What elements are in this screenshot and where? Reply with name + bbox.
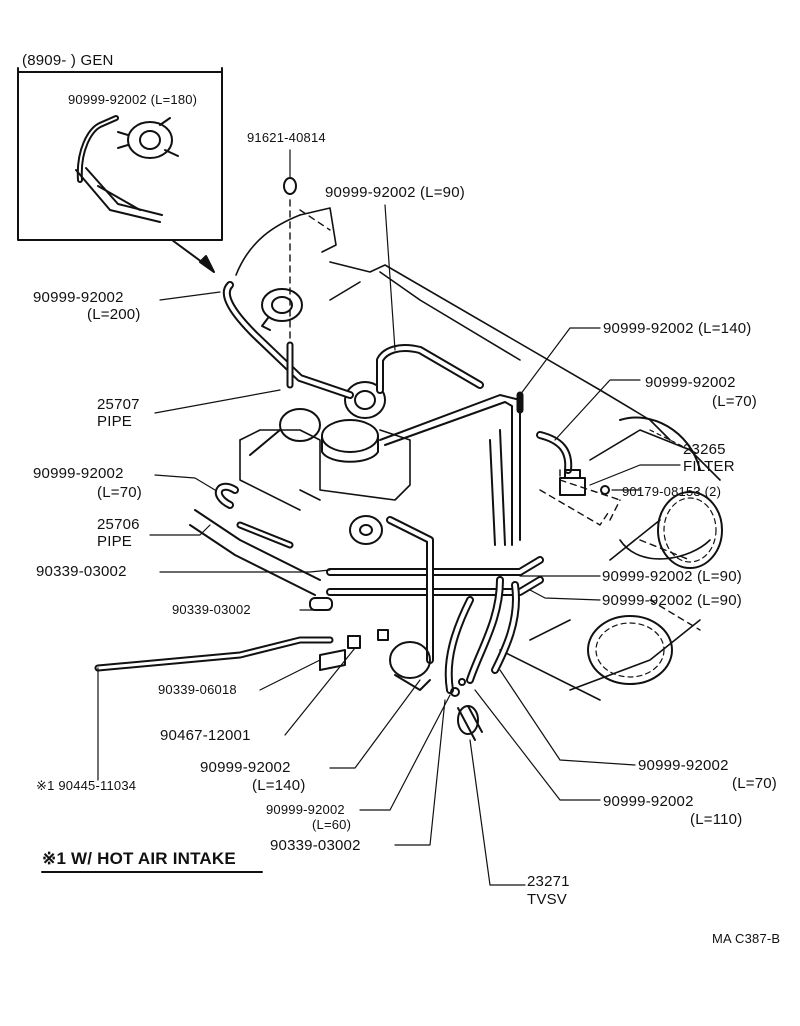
label-tvsv-23271: 23271 bbox=[527, 873, 570, 890]
label-hose-br-l70: 90999-92002 bbox=[638, 757, 729, 774]
hoses bbox=[94, 281, 610, 741]
label-clip-90339-c: 90339-03002 bbox=[270, 837, 361, 854]
inset-title: (8909- ) GEN bbox=[22, 52, 114, 69]
label-tvsv-name: TVSV bbox=[527, 891, 567, 908]
label-filter-23265: 23265 bbox=[683, 441, 726, 458]
label-hose-bottom-l60: 90999-92002 bbox=[266, 802, 345, 817]
drawing-code: MA C387-B bbox=[712, 931, 781, 946]
label-hose-mid-l90-b: 90999-92002 (L=90) bbox=[602, 592, 742, 609]
label-hose-left-l200: 90999-92002 bbox=[33, 289, 124, 306]
label-hose-br-l70-len: (L=70) bbox=[732, 775, 777, 792]
label-hose-left-l200-len: (L=200) bbox=[87, 306, 141, 323]
label-pipe-25706-name: PIPE bbox=[97, 533, 132, 550]
right-components bbox=[587, 416, 723, 685]
label-hose-mid-l90-a: 90999-92002 (L=90) bbox=[602, 568, 742, 585]
label-clip-90339-b: 90339-03002 bbox=[172, 602, 251, 617]
label-hose-right-l140: 90999-92002 (L=140) bbox=[603, 320, 752, 337]
label-91621: 91621-40814 bbox=[247, 130, 326, 145]
label-part-90467: 90467-12001 bbox=[160, 727, 251, 744]
label-hose-right-l70-len: (L=70) bbox=[712, 393, 757, 410]
label-hose-br-l110-len: (L=110) bbox=[690, 811, 743, 828]
label-hose-top-l90: 90999-92002 (L=90) bbox=[325, 184, 465, 201]
label-hose-bottom-l140: 90999-92002 bbox=[200, 759, 291, 776]
label-filter-name: FILTER bbox=[683, 458, 735, 475]
footnote-hot-air-intake: ※1 W/ HOT AIR INTAKE bbox=[42, 849, 236, 868]
label-hose-bottom-l60-len: (L=60) bbox=[312, 817, 352, 832]
inset-hose-label: 90999-92002 (L=180) bbox=[68, 92, 198, 107]
engine-outline bbox=[235, 207, 721, 701]
inset-box bbox=[17, 67, 223, 273]
label-pipe-25707: 25707 bbox=[97, 396, 140, 413]
label-hose-left-l70-len: (L=70) bbox=[97, 484, 142, 501]
label-clip-90339-06018: 90339-06018 bbox=[158, 682, 237, 697]
label-hose-bottom-l140-len: (L=140) bbox=[252, 777, 306, 794]
label-nut-90179: 90179-08153 (2) bbox=[622, 484, 722, 499]
dashed-outline bbox=[289, 199, 701, 631]
label-pipe-25706: 25706 bbox=[97, 516, 140, 533]
leader-lines bbox=[41, 149, 681, 886]
label-hose-br-l110: 90999-92002 bbox=[603, 793, 694, 810]
label-hose-90445: ※1 90445-11034 bbox=[36, 778, 137, 793]
label-clip-90339-a: 90339-03002 bbox=[36, 563, 127, 580]
label-hose-right-l70: 90999-92002 bbox=[645, 374, 736, 391]
label-pipe-25707-name: PIPE bbox=[97, 413, 132, 430]
label-hose-left-l70: 90999-92002 bbox=[33, 465, 124, 482]
carb-body bbox=[249, 408, 383, 545]
